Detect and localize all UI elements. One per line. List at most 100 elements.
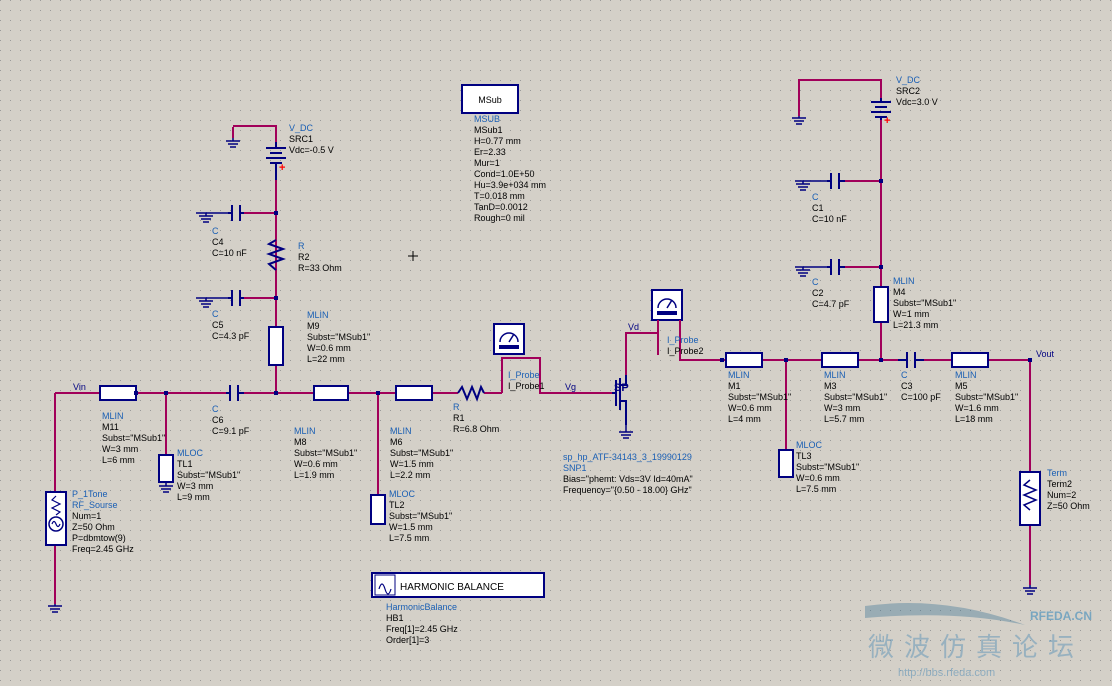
c3-label-line: C=100 pF (901, 392, 941, 402)
hb-label-line: Freq[1]=2.45 GHz (386, 624, 458, 634)
dc-source-src2[interactable] (871, 98, 891, 120)
capacitor-c2[interactable] (827, 259, 845, 275)
tl1-label-line: MLOC (177, 448, 204, 458)
cursor-crosshair-icon (408, 251, 418, 261)
probe2-label-line: I_Probe2 (667, 346, 704, 356)
net-vin: Vin (73, 382, 86, 392)
m5-label-line: M5 (955, 381, 968, 391)
mlin-m11[interactable] (99, 385, 137, 401)
probe2-label-line: I_Probe (667, 335, 699, 345)
c5-label-line: C5 (212, 320, 224, 330)
m3-label-line: Subst="MSub1" (824, 392, 887, 402)
watermark: RFEDA.CN 微波仿真论坛 http://bbs.rfeda.com (865, 603, 1092, 679)
src1-label-line: V_DC (289, 123, 314, 133)
probe1-label-line: I_Probe (508, 370, 540, 380)
current-probe-1[interactable] (493, 323, 525, 355)
resistor-r2[interactable] (266, 239, 286, 271)
msub-box[interactable] (461, 84, 519, 114)
capacitor-c3[interactable] (898, 352, 924, 368)
rfsrc-label-line: Z=50 Ohm (72, 522, 115, 532)
rf-source[interactable] (45, 491, 67, 546)
snp1-label-line: Frequency="{0.50 - 18.00} GHz" (563, 485, 692, 495)
c3-label-line: C (901, 370, 908, 380)
capacitor-c5[interactable] (228, 290, 244, 306)
c4-label-line: C (212, 226, 219, 236)
mloc-tl3[interactable] (778, 449, 794, 478)
m5-label-line: W=1.6 mm (955, 403, 999, 413)
tl3-label-line: W=0.6 mm (796, 473, 840, 483)
mlin-m1[interactable] (725, 352, 763, 368)
m11-label-line: L=6 mm (102, 455, 135, 465)
mloc-tl2[interactable] (370, 494, 386, 525)
m8-label-line: Subst="MSub1" (294, 448, 357, 458)
msub-label-line: MSUB (474, 114, 500, 124)
src2-label-line: V_DC (896, 75, 921, 85)
c3-label-line: C3 (901, 381, 913, 391)
m11-label-line: Subst="MSub1" (102, 433, 165, 443)
ground-icon (48, 604, 62, 613)
src2-plus-icon: + (884, 115, 890, 127)
m9-label-line: Subst="MSub1" (307, 332, 370, 342)
term2-label-line: Z=50 Ohm (1047, 501, 1090, 511)
resistor-r1[interactable] (457, 384, 485, 402)
c4-label-line: C4 (212, 237, 224, 247)
term2-label-line: Term (1047, 468, 1067, 478)
r1-label-line: R (453, 402, 460, 412)
c1-label-line: C=10 nF (812, 214, 847, 224)
hb-title: HARMONIC BALANCE (400, 582, 504, 593)
tl2-label-line: L=7.5 mm (389, 533, 429, 543)
m3-label-line: W=3 mm (824, 403, 860, 413)
m11-label-line: M11 (102, 422, 119, 432)
mlin-m5[interactable] (951, 352, 989, 368)
tl2-label-line: TL2 (389, 500, 405, 510)
m8-label-line: L=1.9 mm (294, 470, 334, 480)
dc-source-src1[interactable] (266, 142, 286, 180)
capacitor-c1[interactable] (827, 173, 845, 189)
m3-label-line: M3 (824, 381, 837, 391)
capacitor-c4[interactable] (228, 205, 244, 221)
probe1-label-line: I_Probe1 (508, 381, 545, 391)
src1-label-line: Vdc=-0.5 V (289, 145, 334, 155)
snp1-label-line: sp_hp_ATF-34143_3_19990129 (563, 452, 692, 462)
tl3-label-line: MLOC (796, 440, 823, 450)
r2-label-line: R=33 Ohm (298, 263, 342, 273)
ground-icon (795, 266, 827, 277)
m8-label-line: MLIN (294, 426, 316, 436)
ground-icon (196, 297, 228, 308)
transistor-snp1[interactable] (612, 375, 627, 425)
m4-label-line: MLIN (893, 276, 915, 286)
c2-label-line: C=4.7 pF (812, 299, 850, 309)
mlin-m9[interactable] (268, 326, 284, 366)
term2-label-line: Term2 (1047, 479, 1072, 489)
c2-label-line: C2 (812, 288, 824, 298)
m5-label-line: MLIN (955, 370, 977, 380)
m6-label-line: MLIN (390, 426, 412, 436)
m9-label-line: W=0.6 mm (307, 343, 351, 353)
hb-label-line: HarmonicBalance (386, 602, 457, 612)
msub-label-line: T=0.018 mm (474, 191, 525, 201)
mlin-m8[interactable] (313, 385, 349, 401)
tl1-label-line: L=9 mm (177, 492, 210, 502)
m8-label-line: W=0.6 mm (294, 459, 338, 469)
src1-plus-icon: + (279, 162, 285, 174)
rfsrc-label-line: RF_Sourse (72, 500, 118, 510)
termination-term2[interactable] (1019, 471, 1041, 526)
m6-label-line: L=2.2 mm (390, 470, 430, 480)
src1-label-line: SRC1 (289, 134, 313, 144)
c6-label-line: C=9.1 pF (212, 426, 250, 436)
mlin-m6[interactable] (395, 385, 433, 401)
capacitor-c6[interactable] (226, 385, 244, 401)
mlin-m4[interactable] (873, 286, 889, 323)
c6-label-line: C6 (212, 415, 224, 425)
msub-label-line: Rough=0 mil (474, 213, 525, 223)
hb-label-line: Order[1]=3 (386, 635, 429, 645)
m9-label-line: L=22 mm (307, 354, 345, 364)
tl1-label-line: W=3 mm (177, 481, 213, 491)
harmonic-balance-box[interactable]: HARMONIC BALANCE (371, 572, 545, 598)
mloc-tl1[interactable] (158, 454, 174, 483)
current-probe-2[interactable] (651, 289, 683, 355)
mlin-m3[interactable] (821, 352, 859, 368)
r2-label-line: R (298, 241, 305, 251)
m3-label-line: L=5.7 mm (824, 414, 864, 424)
